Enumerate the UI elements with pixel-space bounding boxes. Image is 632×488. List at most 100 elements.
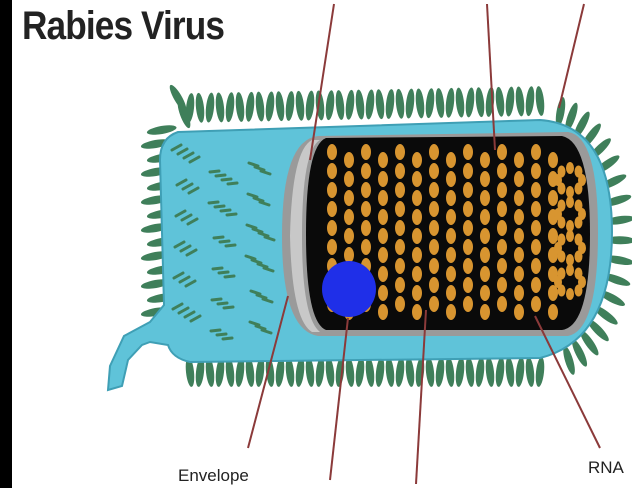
nucleoprotein-unit: [344, 171, 354, 187]
spike: [464, 357, 475, 388]
nucleoprotein-unit: [412, 285, 422, 301]
nucleoprotein-unit: [463, 163, 473, 179]
nucleoprotein-unit: [497, 296, 507, 312]
spike: [384, 89, 395, 120]
nucleoprotein-unit: [497, 239, 507, 255]
nucleoprotein-unit: [531, 258, 541, 274]
nucleoprotein-unit: [429, 144, 439, 160]
nucleoprotein-unit: [480, 190, 490, 206]
nucleoprotein-unit: [327, 239, 337, 255]
spike: [404, 357, 415, 388]
surface-dash: [220, 241, 229, 242]
nucleoprotein-unit: [497, 182, 507, 198]
spike: [504, 357, 515, 388]
nucleoprotein-unit: [412, 304, 422, 320]
spike: [374, 357, 385, 388]
nucleoprotein-unit: [378, 266, 388, 282]
spike: [524, 357, 535, 388]
nucleoprotein-unit: [574, 284, 582, 296]
surface-dash: [219, 272, 228, 273]
spike: [474, 357, 485, 388]
nucleoprotein-unit: [480, 304, 490, 320]
nucleoprotein-unit: [566, 196, 574, 208]
nucleoprotein-unit: [480, 285, 490, 301]
spike: [324, 90, 335, 121]
spike: [534, 357, 545, 388]
nucleoprotein-unit: [566, 288, 574, 300]
nucleoprotein-unit: [378, 304, 388, 320]
spike: [224, 92, 235, 123]
nucleoprotein-unit: [463, 296, 473, 312]
nucleoprotein-unit: [429, 239, 439, 255]
nucleoprotein-unit: [446, 152, 456, 168]
nucleoprotein-unit: [327, 144, 337, 160]
nucleoprotein-unit: [429, 163, 439, 179]
nucleoprotein-unit: [412, 247, 422, 263]
nucleoprotein-unit: [514, 285, 524, 301]
nucleoprotein-unit: [378, 285, 388, 301]
surface-dash: [214, 237, 223, 238]
nucleoprotein-unit: [361, 144, 371, 160]
nucleoprotein-unit: [514, 171, 524, 187]
nucleoprotein-unit: [395, 144, 405, 160]
nucleoprotein-unit: [446, 209, 456, 225]
nucleoprotein-unit: [361, 182, 371, 198]
nucleoprotein-unit: [412, 209, 422, 225]
nucleoprotein-unit: [514, 304, 524, 320]
nucleoprotein-unit: [378, 152, 388, 168]
nucleoprotein-unit: [566, 230, 574, 242]
nucleoprotein-unit: [344, 247, 354, 263]
nucleoprotein-unit: [429, 296, 439, 312]
nucleoprotein-unit: [480, 247, 490, 263]
spike: [454, 87, 465, 118]
nucleoprotein-unit: [514, 190, 524, 206]
nucleoprotein-unit: [480, 152, 490, 168]
spike: [304, 90, 315, 121]
spike: [494, 86, 505, 117]
nucleoprotein-unit: [446, 190, 456, 206]
nucleoprotein-unit: [412, 266, 422, 282]
rna-polymerase-blob: [322, 261, 376, 317]
spike: [234, 92, 245, 123]
spike: [264, 91, 275, 122]
nucleoprotein-unit: [574, 234, 582, 246]
nucleoprotein-unit: [558, 166, 566, 178]
spike: [514, 86, 525, 117]
spike: [294, 90, 305, 121]
spike: [364, 357, 375, 388]
nucleoprotein-unit: [514, 209, 524, 225]
spike: [364, 89, 375, 120]
nucleoprotein-unit: [558, 200, 566, 212]
surface-dash: [216, 175, 225, 176]
surface-dash: [217, 334, 226, 335]
spike: [434, 88, 445, 119]
spike: [414, 88, 425, 119]
nucleoprotein-unit: [548, 304, 558, 320]
nucleoprotein-unit: [395, 163, 405, 179]
surface-dash: [211, 330, 220, 331]
nucleoprotein-unit: [531, 163, 541, 179]
nucleoprotein-unit: [378, 171, 388, 187]
surface-dash: [228, 183, 237, 184]
spike: [454, 357, 465, 388]
nucleoprotein-unit: [463, 182, 473, 198]
nucleoprotein-unit: [558, 268, 566, 280]
nucleoprotein-unit: [395, 220, 405, 236]
nucleoprotein-unit: [446, 266, 456, 282]
nucleoprotein-unit: [497, 201, 507, 217]
spike: [254, 91, 265, 122]
surface-dash: [210, 171, 219, 172]
spike: [354, 89, 365, 120]
spike: [394, 88, 405, 119]
spike: [214, 92, 225, 123]
label-envelope: Envelope: [178, 466, 249, 486]
nucleoprotein-unit: [548, 152, 558, 168]
surface-dash: [224, 307, 233, 308]
nucleoprotein-unit: [574, 200, 582, 212]
pointer-line-glycoprotein: [559, 4, 584, 108]
spike: [404, 88, 415, 119]
nucleoprotein-unit: [361, 163, 371, 179]
nucleoprotein-unit: [395, 277, 405, 293]
nucleoprotein-unit: [446, 171, 456, 187]
